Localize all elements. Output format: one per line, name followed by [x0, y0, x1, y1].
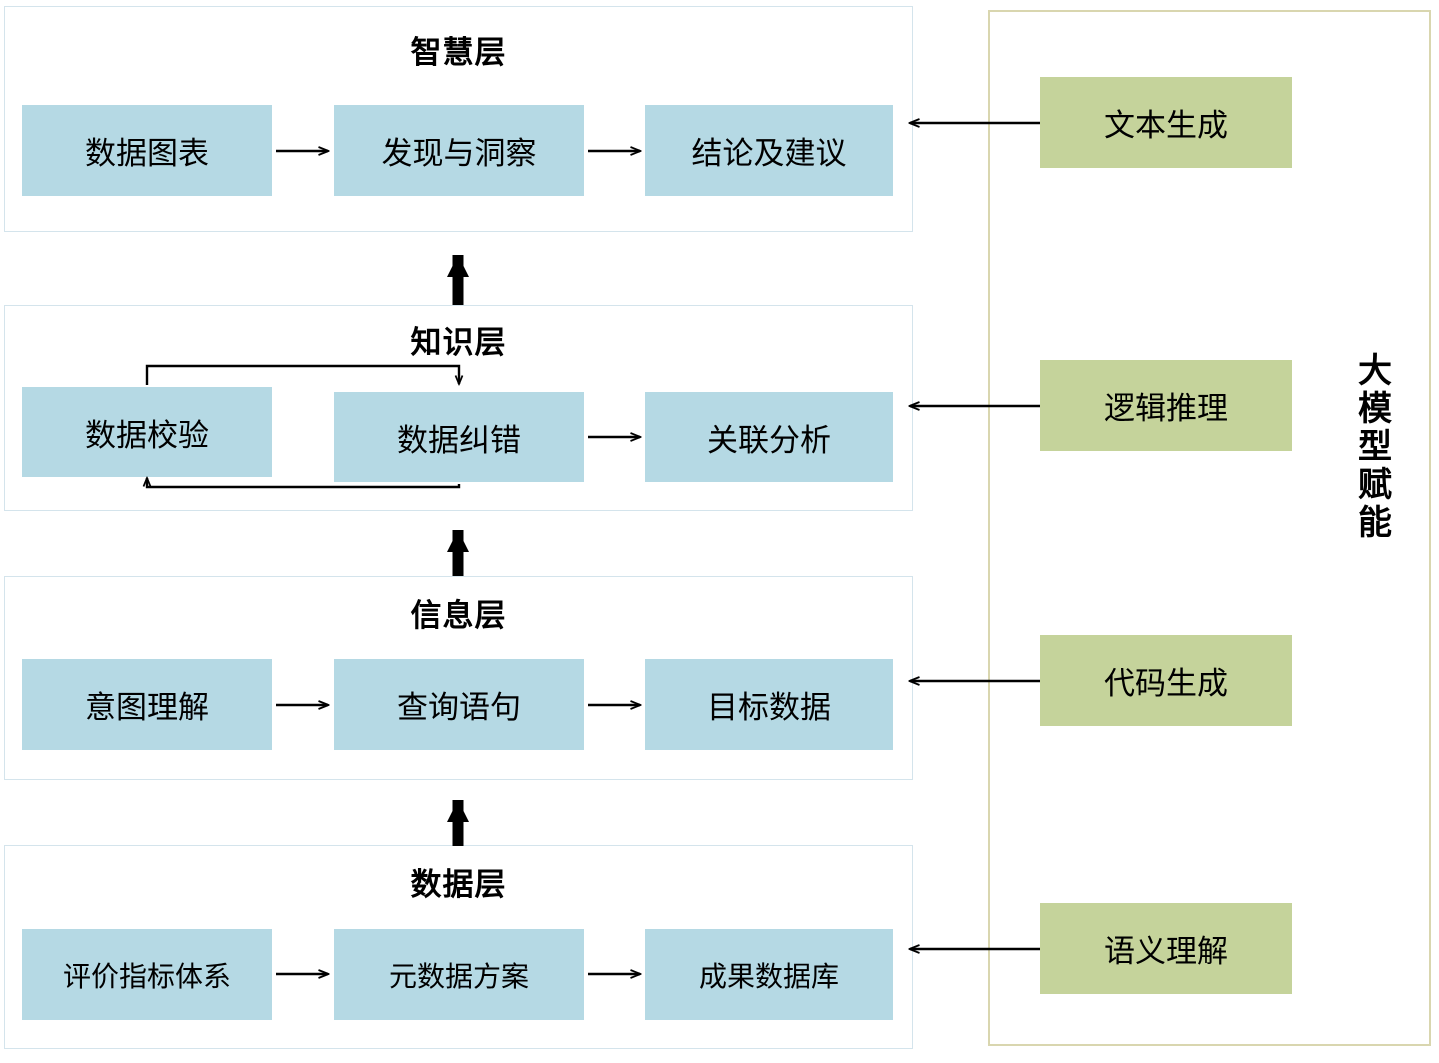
process-box-data-2[interactable]: 元数据方案	[334, 929, 584, 1020]
capability-box-semantic-understanding[interactable]: 语义理解	[1040, 903, 1292, 994]
vertical-label-char-1: 模	[1358, 390, 1392, 429]
process-box-wisdom-3[interactable]: 结论及建议	[645, 105, 893, 196]
capability-box-code-generation[interactable]: 代码生成	[1040, 635, 1292, 726]
vertical-label-char-0: 大	[1358, 352, 1392, 390]
capability-panel-vertical-label: 大 模 型 赋 能	[1352, 352, 1398, 542]
process-box-information-1[interactable]: 意图理解	[22, 659, 272, 750]
process-box-knowledge-3[interactable]: 关联分析	[645, 392, 893, 482]
capability-box-text-generation[interactable]: 文本生成	[1040, 77, 1292, 168]
process-box-information-3[interactable]: 目标数据	[645, 659, 893, 750]
vertical-label-char-2: 型	[1358, 428, 1392, 467]
process-box-wisdom-1[interactable]: 数据图表	[22, 105, 272, 196]
layer-title-wisdom: 智慧层	[410, 35, 507, 70]
process-box-knowledge-1[interactable]: 数据校验	[22, 387, 272, 477]
layer-title-information: 信息层	[410, 598, 507, 633]
process-box-information-2[interactable]: 查询语句	[334, 659, 584, 750]
capability-box-logical-reasoning[interactable]: 逻辑推理	[1040, 360, 1292, 451]
process-box-wisdom-2[interactable]: 发现与洞察	[334, 105, 584, 196]
vertical-label-char-4: 能	[1358, 504, 1392, 543]
vertical-label-char-3: 赋	[1358, 466, 1392, 505]
process-box-data-1[interactable]: 评价指标体系	[22, 929, 272, 1020]
process-box-data-3[interactable]: 成果数据库	[645, 929, 893, 1020]
capability-panel	[988, 10, 1431, 1046]
layer-title-knowledge: 知识层	[410, 325, 507, 360]
layer-title-data: 数据层	[410, 867, 507, 902]
process-box-knowledge-2[interactable]: 数据纠错	[334, 392, 584, 482]
